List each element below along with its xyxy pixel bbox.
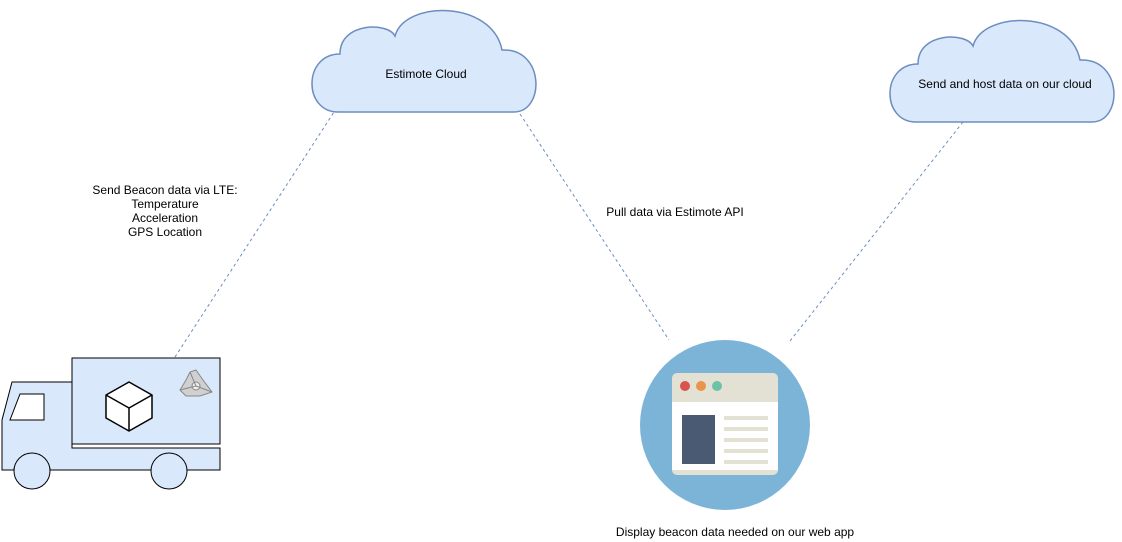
lte-edge-label-line: GPS Location [127,225,203,239]
browser-window-icon [672,373,778,475]
edge-estimote-to-webapp [519,113,670,341]
truck-window [9,393,45,421]
api-edge-label: Pull data via Estimote API [606,205,744,219]
lte-edge-label-line: Temperature [131,197,199,211]
package-cube-icon [105,381,153,432]
truck-icon [1,357,221,490]
lte-edge-label-line: Send Beacon data via LTE: [92,183,238,197]
edge-truck-to-estimote [174,111,335,358]
host-cloud [889,19,1115,123]
lte-edge-label: Send Beacon data via LTE: Temperature Ac… [70,183,260,239]
truck-rear-wheel [150,452,188,490]
host-cloud-label: Send and host data on our cloud [918,77,1092,91]
lte-edge-label-line: Acceleration [131,211,199,225]
edge-host-to-webapp [789,121,964,342]
web-app-node [640,340,810,510]
beacon-icon [179,369,213,397]
web-app-label: Display beacon data needed on our web ap… [615,525,855,539]
estimote-cloud [311,9,537,113]
estimote-cloud-label: Estimote Cloud [385,67,467,81]
truck-front-wheel [13,452,51,490]
